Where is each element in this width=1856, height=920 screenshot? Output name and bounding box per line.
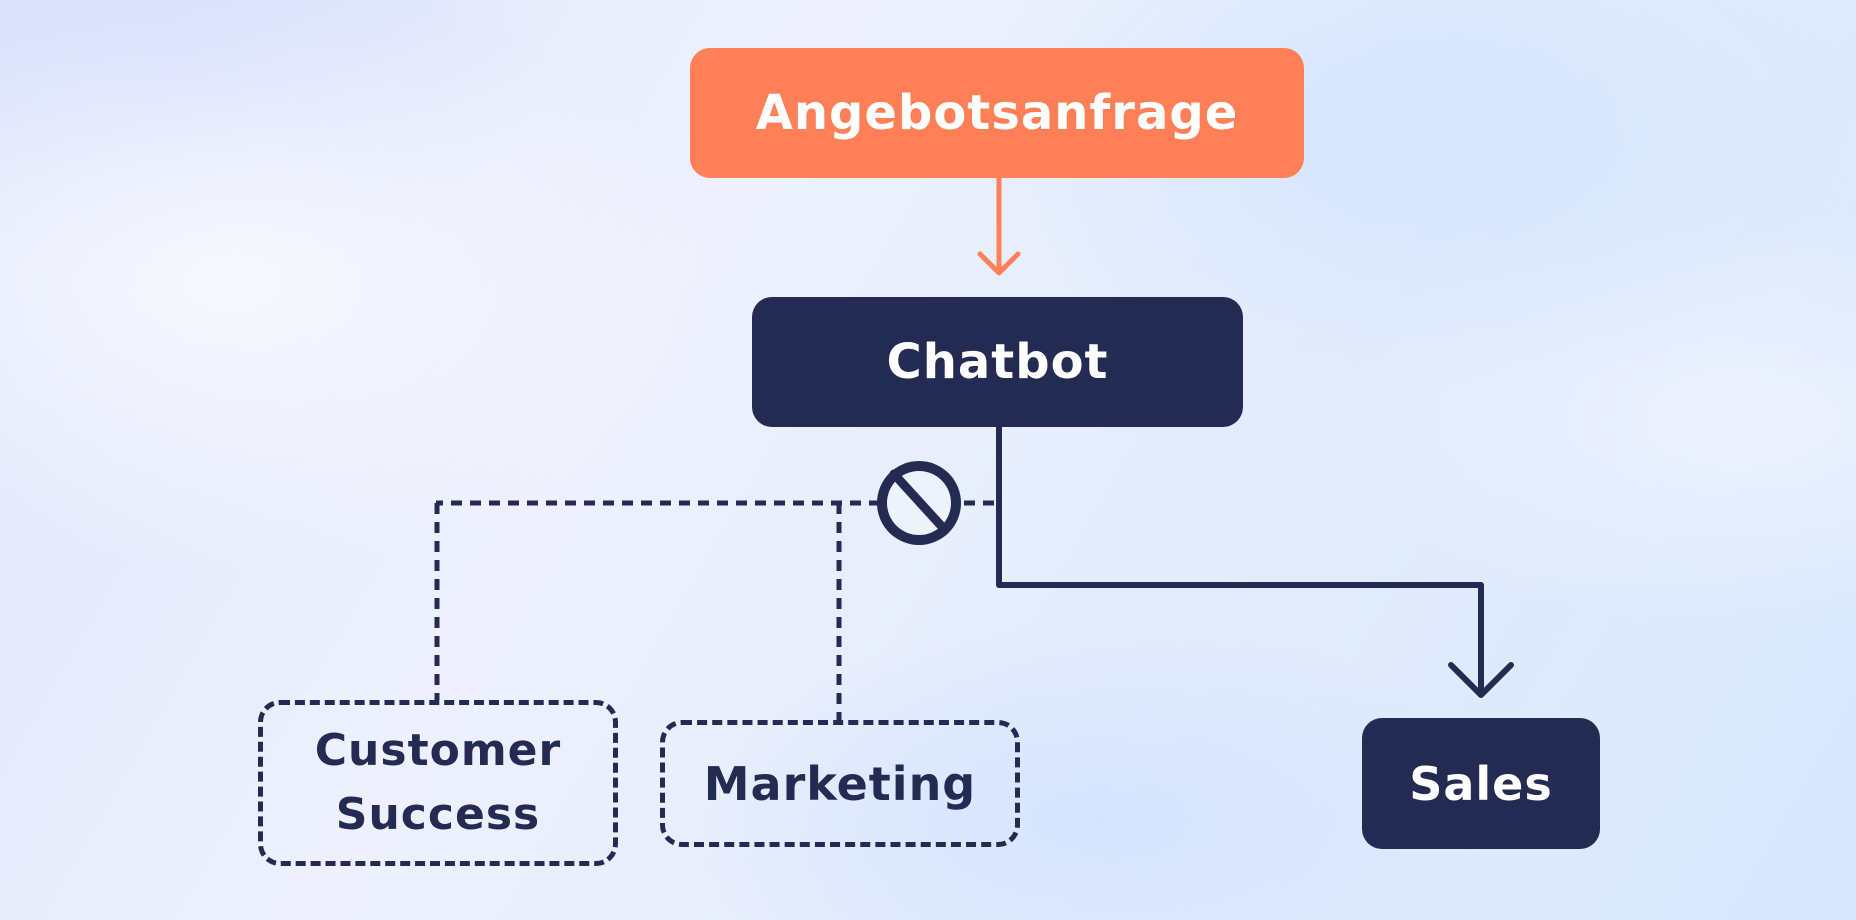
node-customer-success: Customer Success: [258, 700, 618, 866]
arrow-chatbot-to-sales: [996, 424, 1514, 698]
arrow-request-to-chatbot: [977, 175, 1021, 276]
node-marketing: Marketing: [660, 720, 1020, 847]
prohibited-icon: [877, 461, 961, 545]
node-angebotsanfrage: Angebotsanfrage: [690, 48, 1304, 178]
node-chatbot: Chatbot: [752, 297, 1243, 427]
node-angebotsanfrage-label: Angebotsanfrage: [755, 85, 1239, 141]
node-sales: Sales: [1362, 718, 1600, 849]
blocked-connections: [434, 500, 994, 720]
node-marketing-label: Marketing: [703, 756, 977, 811]
node-sales-label: Sales: [1409, 756, 1553, 811]
node-customer-success-label: Customer Success: [314, 725, 562, 840]
node-chatbot-label: Chatbot: [886, 334, 1109, 390]
